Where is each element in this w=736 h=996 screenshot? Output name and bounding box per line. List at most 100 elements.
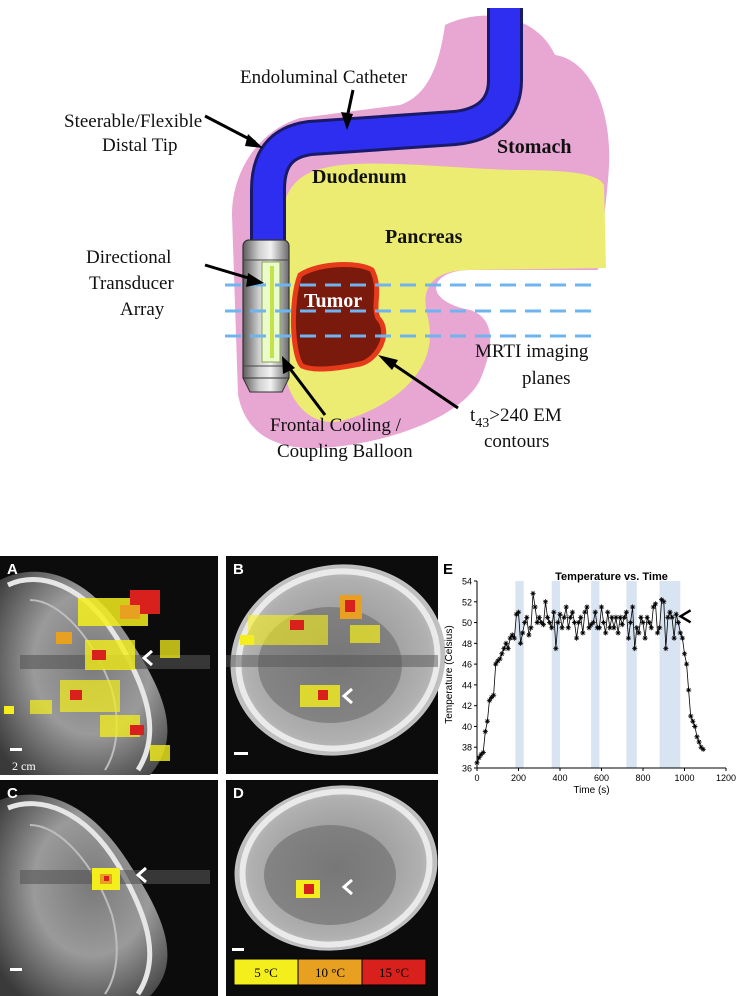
data-point: [474, 760, 480, 766]
arrowhead-c: [135, 866, 147, 884]
data-point: [667, 609, 673, 615]
data-point: [661, 599, 667, 605]
legend-label: 15 °C: [379, 965, 409, 980]
data-point: [509, 632, 515, 638]
data-point: [547, 619, 553, 626]
data-point: [650, 604, 656, 610]
heat-map-d: [296, 880, 320, 898]
x-tick-label: 1200: [716, 773, 736, 783]
label-mrti-line2: planes: [522, 368, 571, 389]
legend-swatch: [233, 958, 299, 986]
heat-map-b: [240, 595, 380, 707]
label-tip-line1: Steerable/Flexible: [64, 111, 202, 132]
data-point: [532, 604, 538, 610]
data-point: [497, 656, 503, 662]
x-tick-label: 1000: [674, 773, 694, 783]
data-point: [571, 619, 578, 626]
x-axis-label: Time (s): [573, 785, 609, 796]
data-point: [569, 609, 576, 615]
data-point: [598, 604, 605, 610]
data-point: [659, 597, 665, 603]
data-point: [503, 640, 509, 646]
arrowhead-d: [341, 878, 353, 896]
heat-map-a: [4, 590, 180, 761]
data-point: [499, 651, 505, 657]
data-point: [559, 625, 565, 631]
mri-panel-a: A 2 cm: [0, 556, 218, 775]
mri-panel-c: C: [0, 780, 218, 996]
x-tick-label: 400: [552, 773, 567, 783]
label-pancreas: Pancreas: [385, 226, 463, 248]
label-catheter: Endoluminal Catheter: [240, 67, 408, 88]
data-point: [698, 744, 704, 750]
data-point: [542, 599, 549, 605]
data-point: [605, 609, 611, 615]
label-tip-line2: Distal Tip: [102, 135, 178, 156]
data-point: [688, 713, 694, 719]
data-point: [549, 625, 555, 631]
data-point: [640, 619, 646, 626]
data-point: [555, 619, 561, 626]
data-point: [495, 658, 501, 664]
transducer-array: [242, 239, 290, 393]
data-point: [501, 645, 507, 652]
data-point: [686, 687, 692, 693]
y-tick-label: 40: [462, 722, 472, 732]
data-point: [580, 630, 586, 636]
mri-panel-b: B: [226, 556, 446, 774]
data-point: [522, 619, 528, 626]
scale-label-a: 2 cm: [12, 759, 36, 773]
chart-arrowhead: [678, 609, 692, 624]
data-point: [563, 604, 569, 610]
x-tick-label: 600: [594, 773, 609, 783]
data-point: [675, 619, 681, 626]
data-point: [567, 614, 573, 620]
label-mrti-line1: MRTI imaging: [475, 341, 589, 362]
y-tick-label: 50: [462, 618, 472, 628]
data-point: [607, 625, 613, 631]
data-point: [611, 625, 617, 631]
data-point: [623, 609, 629, 615]
arrowhead-a: [141, 649, 153, 667]
label-transducer-line1: Directional: [86, 247, 171, 268]
label-balloon-line2: Coupling Balloon: [277, 441, 413, 462]
data-point: [617, 614, 623, 620]
data-point: [482, 729, 488, 735]
panel-letter-e: E: [443, 561, 453, 578]
data-point: [588, 622, 594, 628]
sonication-interval: [515, 581, 524, 768]
data-point: [694, 734, 700, 740]
data-point: [646, 619, 652, 626]
data-point: [534, 619, 540, 626]
y-tick-label: 52: [462, 597, 472, 607]
panel-letter-b: B: [233, 561, 244, 578]
temperature-legend: 5 °C 10 °C 15 °C: [233, 958, 427, 986]
legend-label: 5 °C: [254, 965, 278, 980]
data-point: [690, 718, 696, 724]
legend-swatch: [361, 958, 427, 986]
label-duodenum: Duodenum: [312, 166, 407, 188]
label-tumor: Tumor: [304, 290, 362, 312]
data-point: [476, 755, 482, 761]
data-point: [538, 619, 544, 626]
label-balloon-line1: Frontal Cooling /: [270, 415, 402, 436]
data-point: [540, 622, 546, 628]
data-point: [544, 614, 551, 620]
panel-letter-c: C: [7, 785, 18, 802]
y-tick-label: 44: [462, 680, 472, 690]
data-point: [592, 609, 598, 615]
legend-label: 10 °C: [315, 965, 345, 980]
data-point: [578, 614, 584, 620]
data-point: [536, 614, 542, 620]
y-tick-label: 42: [462, 701, 472, 711]
data-point: [683, 661, 690, 667]
data-point: [634, 625, 640, 631]
data-point: [677, 630, 683, 636]
data-point: [621, 614, 627, 620]
y-tick-label: 38: [462, 743, 472, 753]
data-point: [671, 635, 677, 641]
data-point: [590, 619, 596, 626]
data-point: [648, 625, 654, 631]
panel-letter-a: A: [7, 561, 18, 578]
